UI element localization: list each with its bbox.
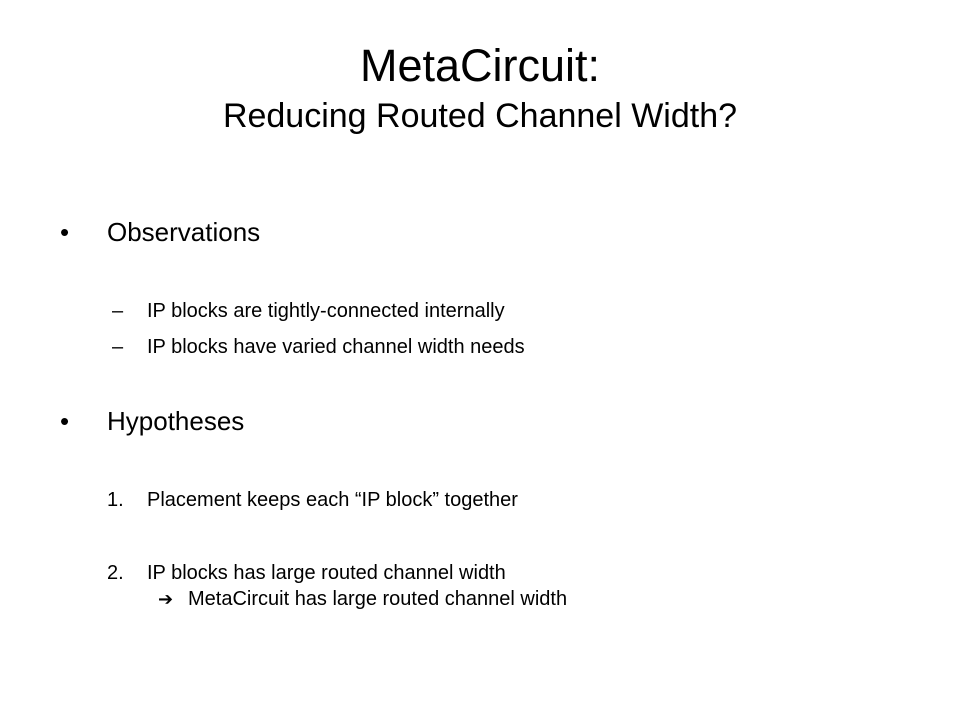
bullet-marker: • <box>60 406 70 436</box>
dash-marker: – <box>112 300 124 322</box>
bullet-hypotheses: • Hypotheses <box>60 405 244 437</box>
slide-title: MetaCircuit: Reducing Routed Channel Wid… <box>0 38 960 138</box>
bullet-label: Observations <box>107 217 261 247</box>
observation-item-2: – IP blocks have varied channel width ne… <box>112 334 525 360</box>
observation-text: IP blocks have varied channel width need… <box>147 336 525 358</box>
hypothesis-text: Placement keeps each “IP block” together <box>147 489 518 511</box>
hypothesis-item-2: 2. IP blocks has large routed channel wi… <box>107 560 506 586</box>
number-marker: 2. <box>107 562 124 584</box>
hypothesis-continuation-text: MetaCircuit has large routed channel wid… <box>188 588 568 610</box>
hypothesis-text: IP blocks has large routed channel width <box>147 562 506 584</box>
bullet-label: Hypotheses <box>107 406 245 436</box>
observation-text: IP blocks are tightly-connected internal… <box>147 300 505 322</box>
number-marker: 1. <box>107 489 124 511</box>
bullet-observations: • Observations <box>60 216 260 248</box>
title-main: MetaCircuit: <box>359 40 601 91</box>
observation-item-1: – IP blocks are tightly-connected intern… <box>112 298 505 324</box>
title-subtitle: Reducing Routed Channel Width? <box>222 97 738 135</box>
hypothesis-item-1: 1. Placement keeps each “IP block” toget… <box>107 487 518 513</box>
hypothesis-item-2-continuation: ➔ MetaCircuit has large routed channel w… <box>158 586 567 613</box>
right-arrow-icon: ➔ <box>158 589 174 610</box>
bullet-marker: • <box>60 217 70 247</box>
dash-marker: – <box>112 336 124 358</box>
